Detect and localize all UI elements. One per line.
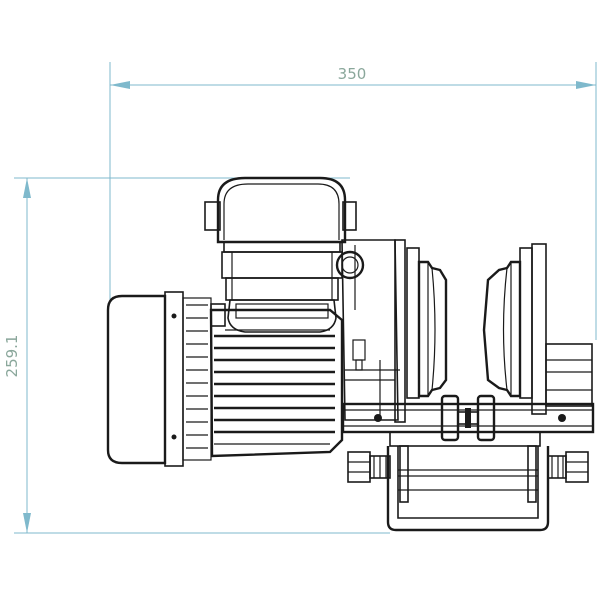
fan-cover-fins xyxy=(186,304,208,449)
lower-bracket xyxy=(386,431,550,532)
height-arrow-top xyxy=(23,178,31,198)
width-dimension: 350 xyxy=(109,62,597,340)
right-bearing-block xyxy=(531,243,593,415)
height-arrow-bottom xyxy=(23,513,31,533)
terminal-box xyxy=(204,176,357,333)
center-rollers xyxy=(440,394,496,442)
right-wheel xyxy=(482,247,533,399)
cross-beam xyxy=(341,394,595,442)
height-dimension: 259.1 xyxy=(3,177,390,534)
left-bolt-assembly xyxy=(347,451,391,483)
motor-body xyxy=(209,303,344,458)
motor-cooling-fins xyxy=(214,334,335,445)
height-label: 259.1 xyxy=(3,335,21,378)
cable-gland xyxy=(335,250,365,280)
width-label: 350 xyxy=(338,65,367,83)
left-wheel xyxy=(406,247,448,399)
motor-fan-cover xyxy=(106,291,212,467)
width-arrow-left xyxy=(110,81,130,89)
gearbox-housing xyxy=(341,239,406,423)
width-arrow-right xyxy=(576,81,596,89)
right-bolt-assembly xyxy=(547,451,589,483)
